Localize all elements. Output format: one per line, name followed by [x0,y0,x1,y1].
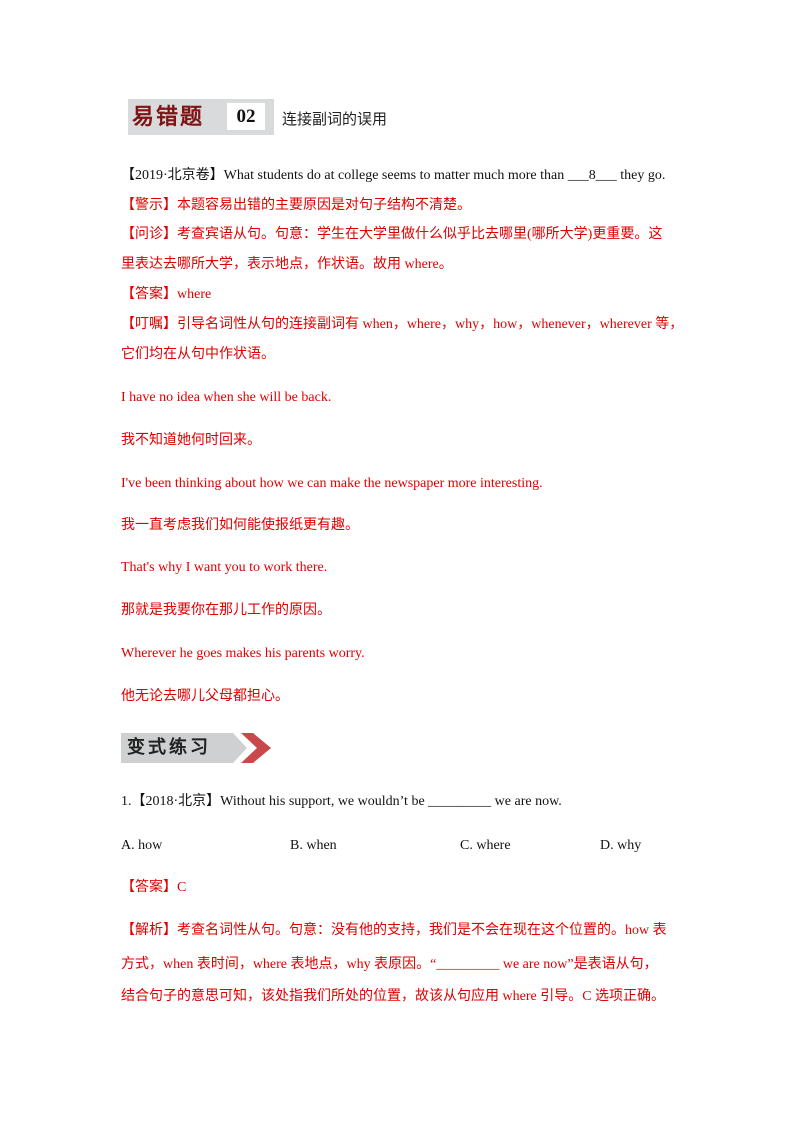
badge-stamp-text: 易错题 [132,104,205,130]
diagnosis-line-2: 里表达去哪所大学，表示地点，作状语。故用 where。 [121,257,453,272]
practice-answer: 【答案】C [121,880,187,895]
option-b: B. when [290,838,337,853]
practice-banner: 变式练习 [121,730,271,766]
error-topic-badge: 易错题 02 [128,99,274,135]
question-source: 【2019·北京卷】 [121,168,224,183]
example-sentence: Wherever he goes makes his parents worry… [121,646,365,661]
analysis-line-3: 结合句子的意思可知，该处指我们所处的位置，故该从句应用 where 引导。C 选… [121,989,666,1004]
question-text: What students do at college seems to mat… [223,168,666,183]
analysis-line-2: 方式，when 表时间，where 表地点，why 表原因。“_________… [121,957,658,972]
example-translation: 我一直考虑我们如何能使报纸更有趣。 [121,518,359,533]
example-translation: 他无论去哪儿父母都担心。 [121,689,289,704]
section-title: 连接副词的误用 [282,110,388,128]
analysis-line-1: 【解析】考查名词性从句。句意：没有他的支持，我们是不会在现在这个位置的。how … [121,923,667,938]
practice-stem: 1.【2018·北京】Without his support, we would… [121,794,562,809]
diagnosis-line-1: 【问诊】考查宾语从句。句意：学生在大学里做什么似乎比去哪里(哪所大学)更重要。这 [121,227,663,242]
example-sentence: That's why I want you to work there. [121,560,328,575]
option-d: D. why [600,838,642,853]
example-sentence: I have no idea when she will be back. [121,390,332,405]
example-translation: 我不知道她何时回来。 [121,433,261,448]
warning-line: 【警示】本题容易出错的主要原因是对句子结构不清楚。 [121,198,471,213]
question-line: 【2019·北京卷】What students do at college se… [121,166,665,186]
option-a: A. how [121,838,163,853]
option-c: C. where [460,838,511,853]
example-sentence: I've been thinking about how we can make… [121,476,543,491]
tip-line-2: 它们均在从句中作状语。 [121,347,275,362]
answer-line: 【答案】where [121,287,212,302]
practice-banner-label: 变式练习 [127,737,211,758]
badge-number: 02 [227,103,265,130]
example-translation: 那就是我要你在那儿工作的原因。 [121,603,331,618]
banner-arrow-shape [121,733,271,763]
tip-line-1: 【叮嘱】引导名词性从句的连接副词有 when，where，why，how，whe… [121,317,684,332]
